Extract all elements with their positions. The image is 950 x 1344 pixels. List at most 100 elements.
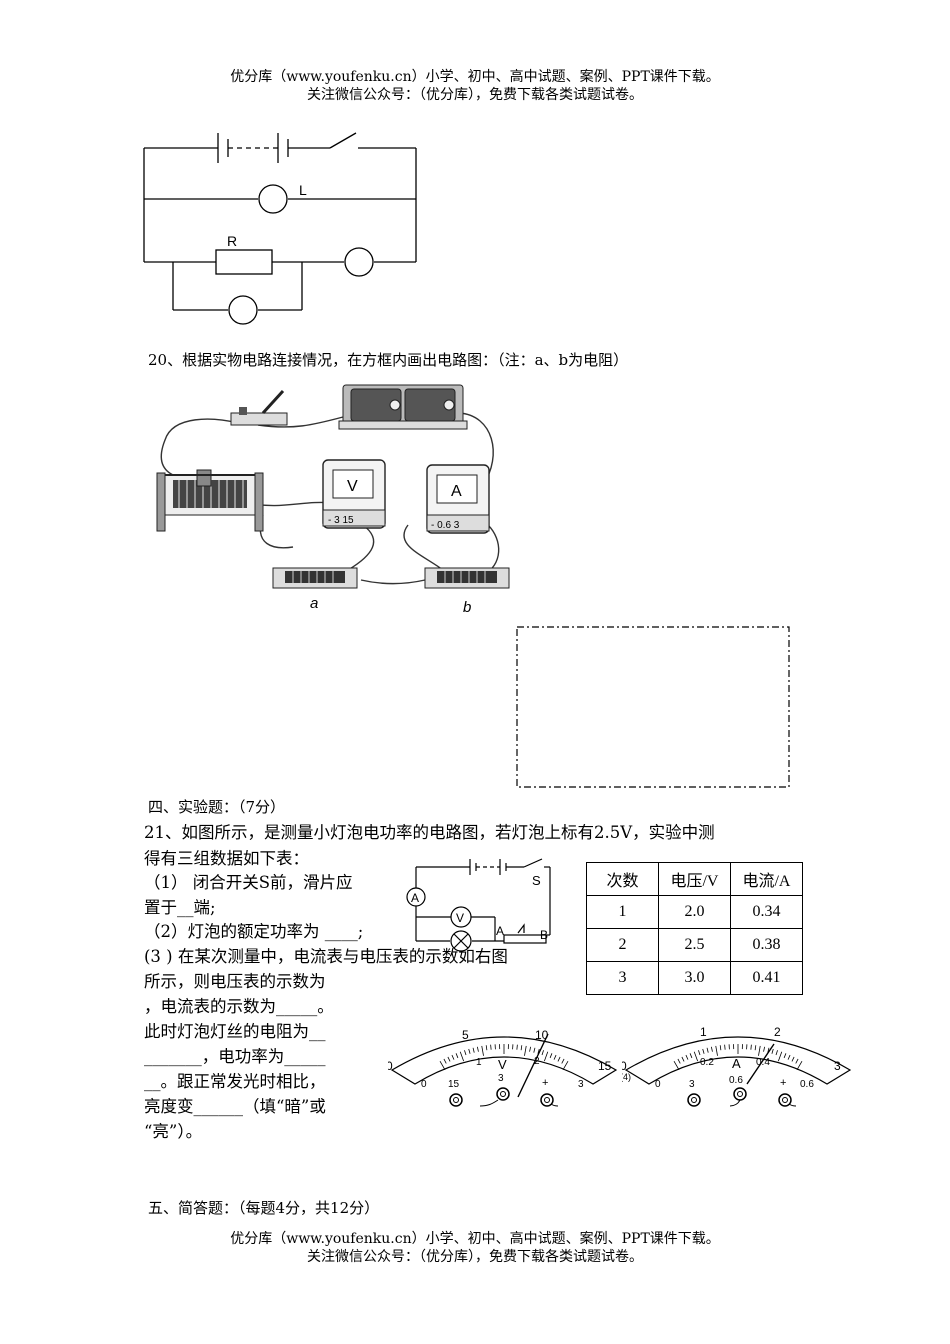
v-outer-tick: 0	[388, 1059, 393, 1073]
data-table: 次数 电压/V 电流/A 1 2.0 0.34 2 2.5 0.38 3 3.0…	[586, 862, 803, 995]
dial-tick	[524, 1045, 527, 1056]
table-row: 3 3.0 0.41	[586, 961, 803, 995]
dial-tick	[715, 1045, 718, 1056]
q20-text: 20、根据实物电路连接情况，在方框内画出电路图：（注：a、b为电阻）	[148, 351, 629, 369]
table-row: 2 2.5 0.38	[586, 928, 803, 962]
lamp-2-icon	[344, 247, 374, 277]
dial-tick	[549, 1053, 553, 1059]
dial-tick	[750, 1044, 752, 1050]
voltmeter-device-icon: V - 3 15	[322, 459, 386, 529]
q21-sub-3e: _______，电功率为_____	[144, 1047, 326, 1066]
dial-tick	[562, 1060, 569, 1071]
q21-line-1: 21、如图所示，是测量小灯泡电功率的电路图，若灯泡上标有2.5V，实验中测	[144, 823, 715, 842]
v-outer-tick: 10	[535, 1028, 549, 1042]
table-cell: 2.0	[658, 895, 731, 929]
a-inner-tick: 0.2	[700, 1057, 714, 1068]
table-header-row: 次数 电压/V 电流/A	[586, 862, 803, 896]
header-line-2: 关注微信公众号：（优分库），免费下载各类试题试卷。	[307, 87, 643, 103]
v-terminal-3-icon	[496, 1087, 510, 1101]
dial-tick	[464, 1050, 467, 1056]
dial-tick	[724, 1044, 726, 1050]
dial-tick	[520, 1045, 523, 1051]
dial-tick	[710, 1046, 713, 1052]
v-outer-tick: 5	[462, 1028, 469, 1042]
v-terminal-label: +	[542, 1077, 548, 1089]
dial-tick	[689, 1053, 693, 1059]
table-cell: 0.38	[730, 928, 803, 962]
a-outer-tick: 1	[700, 1025, 707, 1039]
dial-tick	[771, 1048, 774, 1054]
v-inner-tick: 1	[476, 1057, 482, 1068]
q21-sub-2: （2）灯泡的额定功率为 ____;	[144, 922, 364, 941]
voltmeter-symbol-icon	[450, 906, 472, 928]
table-cell: 2.5	[658, 928, 731, 962]
a-terminal-plus-icon	[778, 1093, 792, 1107]
resistor-R-icon	[215, 249, 273, 275]
dial-tick	[561, 1058, 565, 1064]
dial-tick	[677, 1058, 681, 1064]
dial-tick	[476, 1046, 479, 1052]
dial-tick	[777, 1051, 783, 1062]
dial-tick	[783, 1053, 787, 1059]
v-inner-tick: 0	[421, 1079, 427, 1090]
a-outer-tick: 0	[622, 1059, 627, 1073]
v-terminal-plus-icon	[540, 1093, 554, 1107]
resistor-b-icon: b	[424, 567, 510, 616]
label-a: a	[310, 595, 318, 612]
dial-tick	[763, 1046, 766, 1052]
dial-tick	[529, 1046, 532, 1052]
q21-sub-1b: 置于__端;	[144, 898, 216, 917]
section-5-title: 五、简答题：（每题4分，共12分）	[148, 1199, 380, 1217]
dial-tick	[787, 1054, 791, 1060]
table-cell: 0.41	[730, 961, 803, 995]
v-inner-tick: 3	[578, 1079, 584, 1090]
a-inner-tick: 0.6	[800, 1079, 814, 1090]
q21-circuit-diagram: A V S A B	[406, 858, 551, 952]
dial-tick	[516, 1044, 518, 1050]
dial-tick	[758, 1045, 761, 1056]
physical-voltmeter-label: V	[347, 478, 358, 495]
a-terminal-label: 3	[689, 1079, 695, 1090]
q21-line-2: 得有三组数据如下表：	[144, 849, 309, 868]
lamp-3-icon	[228, 295, 258, 325]
dial-tick	[706, 1047, 709, 1053]
dial-tick	[553, 1054, 557, 1060]
dial-tick	[795, 1058, 799, 1064]
voltmeter-terminal-labels: - 3 15	[328, 515, 354, 526]
dial-tick	[533, 1047, 536, 1053]
voltmeter-needle	[517, 1033, 549, 1098]
v-terminal-label: 15	[448, 1079, 460, 1090]
answer-box[interactable]	[515, 625, 793, 790]
lamp-L-icon	[258, 184, 288, 214]
a-terminal-3-icon	[687, 1093, 701, 1107]
voltmeter-dial-figure: 0 5 10 15 0 1 2 3 V 15 3 +	[388, 1028, 618, 1107]
dial-tick	[543, 1051, 549, 1062]
dial-tick	[485, 1045, 488, 1051]
q21-sub-3g: 亮度变______（填“暗”或	[144, 1097, 326, 1116]
circuit-diagram-top: L R	[143, 132, 417, 325]
table-header-cell: 次数	[586, 862, 659, 896]
dial-tick	[702, 1048, 705, 1054]
dial-tick	[468, 1048, 471, 1054]
dial-tick	[775, 1050, 778, 1056]
dial-tick	[472, 1047, 475, 1053]
rheostat-icon	[156, 469, 264, 532]
q21-sub-3h: “亮”）。	[144, 1122, 203, 1141]
q21-sub-1: （1） 闭合开关S前，滑片应	[144, 873, 353, 892]
a-terminal-label: 0.6	[729, 1075, 743, 1086]
a-inner-tick: 0.4	[756, 1057, 770, 1068]
table-cell: 3	[586, 961, 659, 995]
table-cell: 1	[586, 895, 659, 929]
a-outer-tick: 3	[834, 1059, 841, 1073]
dial-tick	[455, 1053, 459, 1059]
table-cell: 2	[586, 928, 659, 962]
ammeter-unit: A	[732, 1056, 741, 1071]
ammeter-symbol-icon	[406, 887, 426, 907]
battery-pack-icon	[338, 384, 468, 430]
switch-label-S: S	[532, 873, 541, 888]
voltmeter-symbol-label: V	[456, 911, 464, 925]
dial-tick	[791, 1056, 795, 1062]
dial-tick	[481, 1045, 484, 1056]
dial-tick	[447, 1056, 451, 1062]
resistor-a-icon: a	[272, 567, 358, 612]
